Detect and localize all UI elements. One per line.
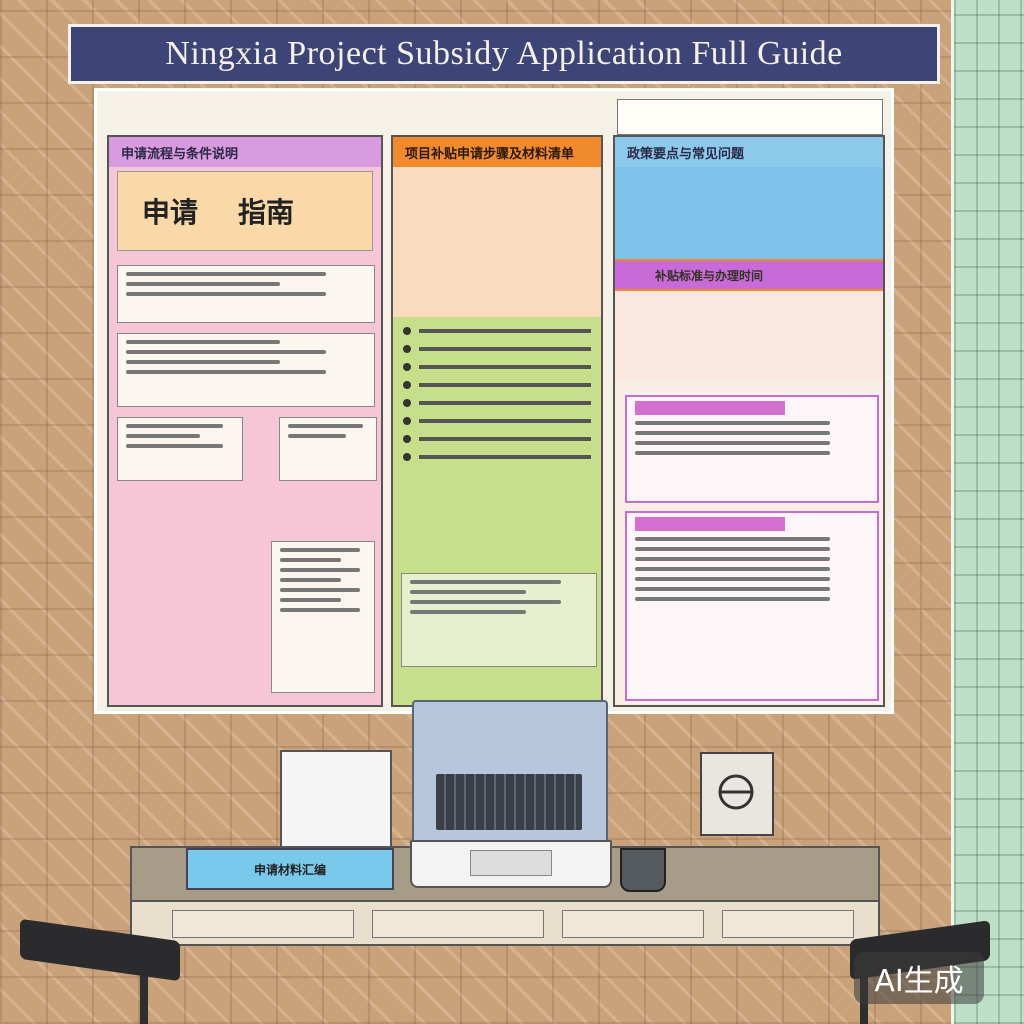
info-card (117, 333, 375, 407)
desk-front (130, 900, 880, 946)
desk-leg (140, 944, 148, 1024)
drawer (372, 910, 544, 938)
watermark: AI生成 (854, 952, 984, 1004)
drawer (172, 910, 354, 938)
printer (280, 750, 392, 850)
info-card (117, 417, 243, 481)
notes-area (615, 291, 883, 381)
cup (620, 848, 666, 892)
highlight-word-2: 指南 (238, 198, 295, 229)
frame-emblem-icon (718, 774, 754, 810)
top-label-strip (617, 99, 883, 135)
document-sheet (271, 541, 375, 693)
info-board: 申请流程与条件说明 申请 指南 项目补贴申请步骤及材料清单 (94, 88, 894, 714)
left-panel-header: 申请流程与条件说明 (109, 137, 381, 167)
highlight-word-1: 申请 (142, 198, 199, 229)
page-title: Ningxia Project Subsidy Application Full… (165, 35, 843, 72)
laptop-base (410, 840, 612, 888)
middle-panel: 项目补贴申请步骤及材料清单 (391, 135, 603, 707)
book: 申请材料汇编 (186, 848, 394, 890)
left-panel: 申请流程与条件说明 申请 指南 (107, 135, 383, 707)
table-grid (625, 395, 879, 503)
right-panel: 政策要点与常见问题 补贴标准与办理时间 (613, 135, 885, 707)
checklist-card (401, 573, 597, 667)
keyboard (436, 774, 582, 830)
watermark-text: AI生成 (874, 964, 964, 999)
book-label: 申请材料汇编 (253, 862, 326, 877)
table-grid (625, 511, 879, 701)
green-wall-strip (951, 0, 1024, 1024)
drawer (562, 910, 704, 938)
highlight-block: 申请 指南 (117, 171, 373, 251)
drawer (722, 910, 854, 938)
title-banner: Ningxia Project Subsidy Application Full… (68, 24, 940, 84)
info-card (117, 265, 375, 323)
right-panel-subheader: 补贴标准与办理时间 (615, 259, 883, 291)
picture-frame (700, 752, 774, 836)
trackpad (470, 850, 552, 876)
middle-panel-header: 项目补贴申请步骤及材料清单 (393, 137, 601, 167)
laptop-screen (412, 700, 608, 846)
right-panel-header: 政策要点与常见问题 (615, 137, 883, 167)
info-card (279, 417, 377, 481)
step-icons-area (393, 167, 601, 317)
sky-illustration (615, 167, 883, 259)
